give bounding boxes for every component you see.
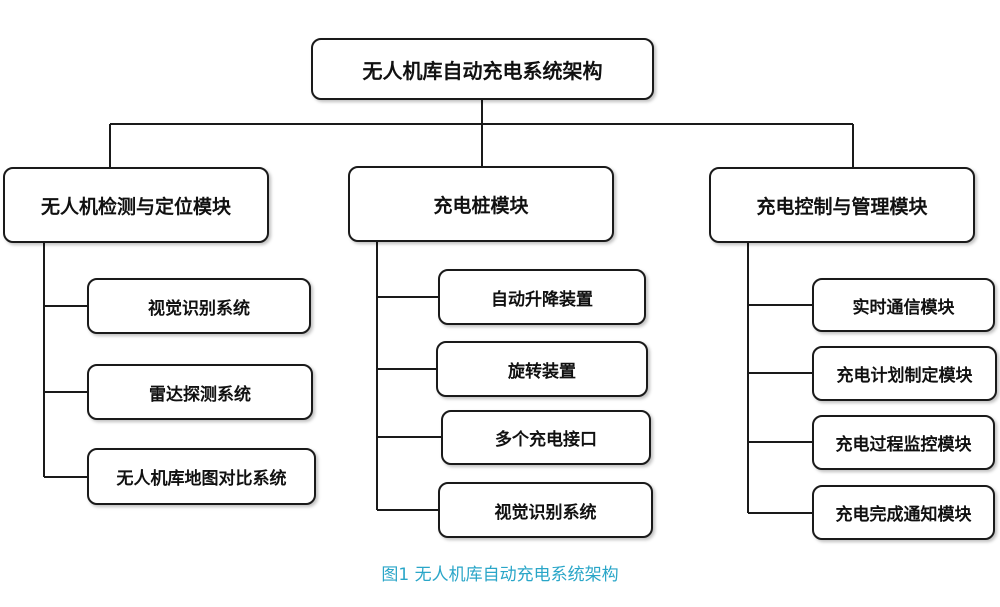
module-detection-positioning: 无人机检测与定位模块	[3, 167, 269, 243]
root-node: 无人机库自动充电系统架构	[311, 38, 654, 100]
module-1-child: 视觉识别系统	[87, 278, 311, 334]
module-2-child: 自动升降装置	[438, 269, 646, 325]
module-charging-control-management: 充电控制与管理模块	[709, 167, 975, 243]
module-1-child: 雷达探测系统	[87, 364, 313, 420]
module-3-child: 充电过程监控模块	[812, 415, 995, 470]
module-charging-pile: 充电桩模块	[348, 166, 614, 242]
module-3-child: 充电计划制定模块	[812, 346, 997, 401]
module-3-child: 充电完成通知模块	[812, 485, 995, 540]
module-3-child: 实时通信模块	[812, 278, 995, 332]
module-2-child: 多个充电接口	[441, 410, 651, 465]
module-2-child: 视觉识别系统	[438, 482, 653, 538]
module-2-child: 旋转装置	[436, 341, 648, 397]
figure-caption: 图1 无人机库自动充电系统架构	[381, 565, 619, 585]
module-1-child: 无人机库地图对比系统	[87, 448, 316, 505]
